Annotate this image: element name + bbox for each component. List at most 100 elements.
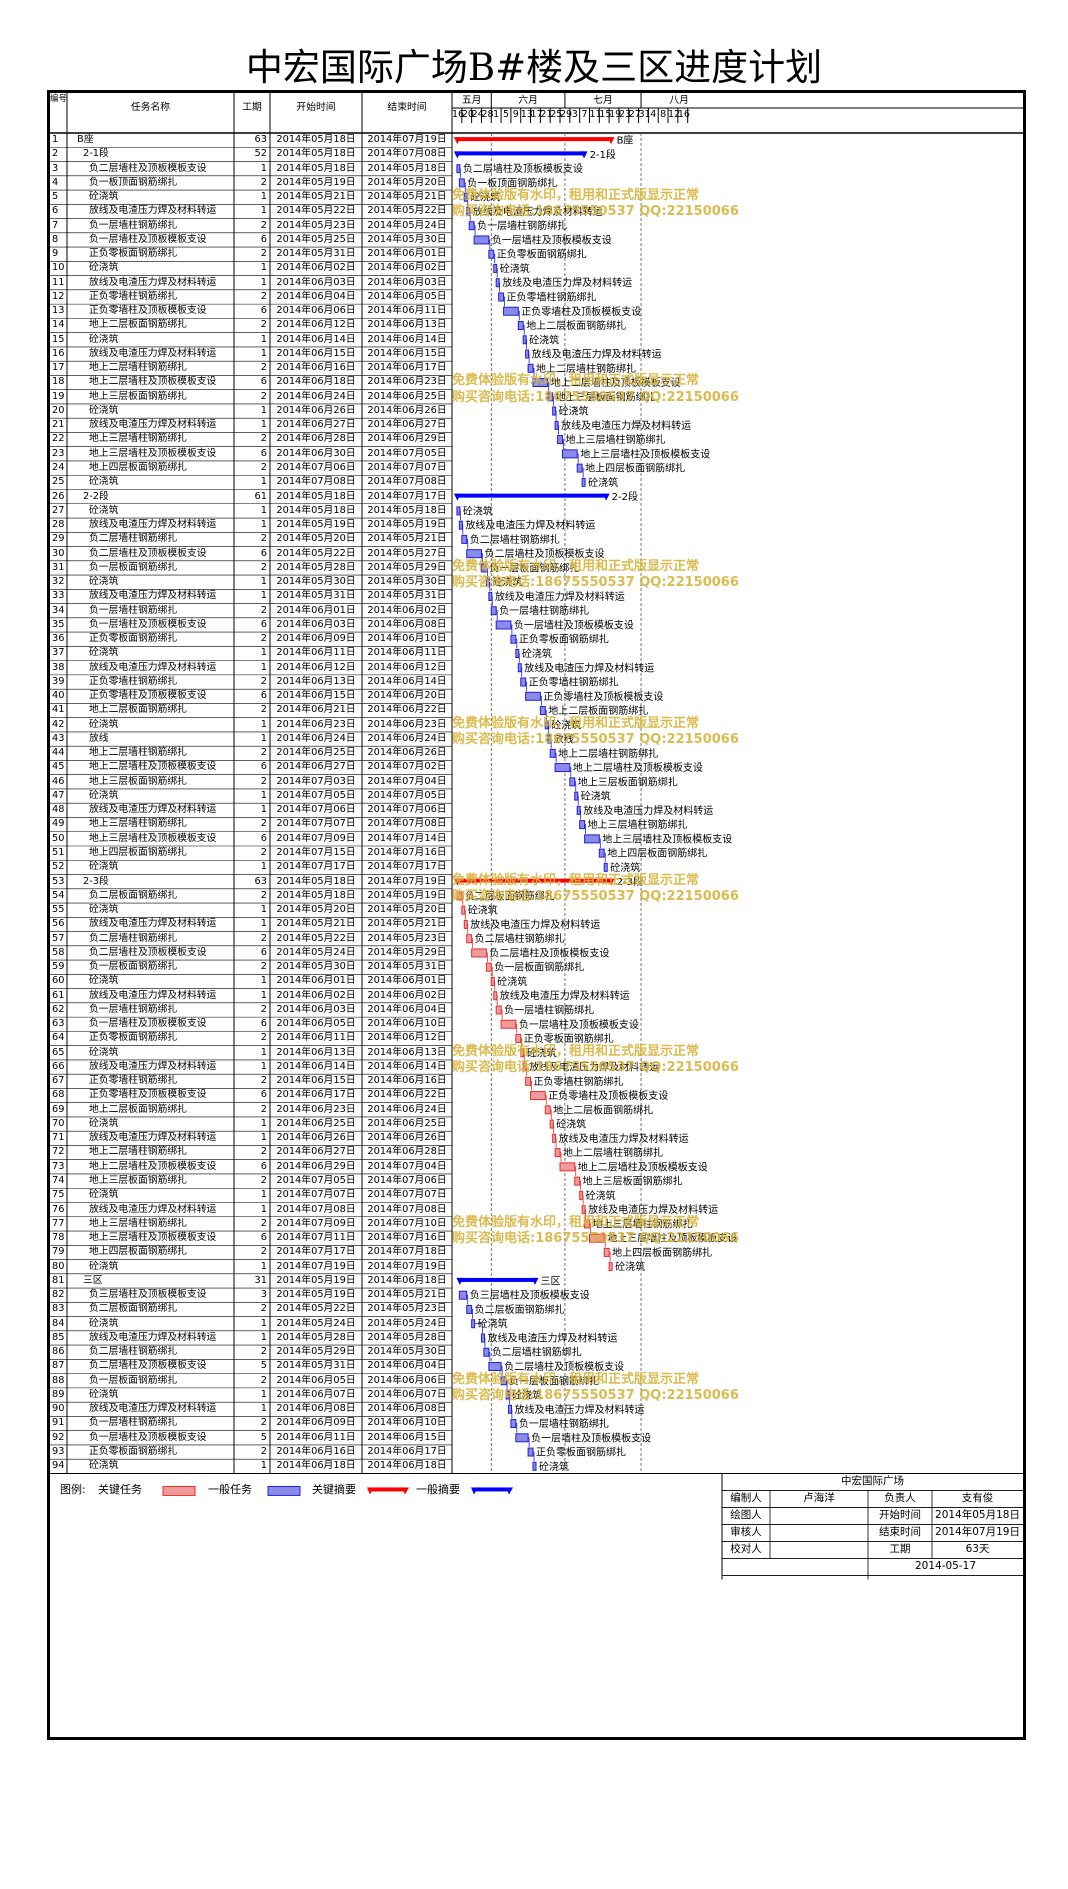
task-start: 2014年05月18日 bbox=[276, 889, 356, 901]
task-name: 地上二层板面钢筋绑扎 bbox=[89, 704, 187, 716]
task-start: 2014年05月22日 bbox=[276, 205, 356, 217]
task-start: 2014年05月24日 bbox=[276, 1317, 356, 1329]
legend-critical-summary-swatch bbox=[402, 1487, 409, 1495]
summary-start-marker bbox=[453, 151, 461, 159]
bar-label: 负一层板面钢筋绑扎 bbox=[494, 961, 584, 974]
task-start: 2014年05月18日 bbox=[276, 162, 356, 174]
task-start: 2014年05月21日 bbox=[276, 191, 356, 203]
task-end: 2014年06月12日 bbox=[367, 1032, 447, 1044]
task-duration: 2 bbox=[260, 1303, 267, 1315]
link-line bbox=[493, 253, 496, 264]
day-label: 19 bbox=[609, 109, 622, 120]
task-name: 负二层墙柱及顶板模板支设 bbox=[89, 547, 207, 559]
task-start: 2014年06月14日 bbox=[276, 333, 356, 345]
task-bar bbox=[527, 1447, 534, 1457]
task-start: 2014年06月21日 bbox=[276, 704, 356, 716]
task-name: 负一层板面钢筋绑扎 bbox=[89, 961, 178, 973]
bar-label: 砼浇筑 bbox=[468, 904, 498, 917]
task-name: 负一层墙柱及顶板模板支设 bbox=[89, 1018, 207, 1030]
task-end: 2014年07月19日 bbox=[367, 875, 447, 887]
watermark-line: 购买咨询电话:18675550537 QQ:22150066 bbox=[452, 575, 739, 591]
task-id: 91 bbox=[52, 1417, 65, 1429]
task-end: 2014年06月02日 bbox=[367, 989, 447, 1001]
task-bar bbox=[458, 178, 465, 188]
task-duration: 1 bbox=[260, 1117, 267, 1129]
task-end: 2014年06月10日 bbox=[367, 1417, 447, 1429]
task-duration: 1 bbox=[260, 205, 267, 217]
task-duration: 2 bbox=[260, 561, 267, 573]
bar-label: 地上三层墙柱及顶板模板支设 bbox=[607, 1232, 737, 1245]
task-name: 负三层墙柱及顶板模板支设 bbox=[89, 1289, 207, 1301]
task-start: 2014年05月19日 bbox=[276, 176, 356, 188]
task-id: 35 bbox=[52, 618, 65, 630]
task-bar bbox=[493, 991, 498, 1001]
task-end: 2014年06月22日 bbox=[367, 704, 447, 716]
task-start: 2014年06月25日 bbox=[276, 1117, 356, 1129]
task-end: 2014年06月08日 bbox=[367, 618, 447, 630]
task-name: 负二层墙柱钢筋绑扎 bbox=[89, 1346, 178, 1358]
task-start: 2014年06月14日 bbox=[276, 1060, 356, 1072]
task-end: 2014年05月24日 bbox=[367, 1317, 447, 1329]
task-bar bbox=[576, 805, 581, 815]
day-label: 4 bbox=[650, 109, 657, 120]
task-duration: 31 bbox=[254, 1274, 267, 1286]
task-end: 2014年06月06日 bbox=[367, 1374, 447, 1386]
task-name: 2-3段 bbox=[83, 875, 109, 887]
task-id: 61 bbox=[52, 989, 65, 1001]
task-end: 2014年05月24日 bbox=[367, 219, 447, 231]
legend-normal-summary-swatch bbox=[471, 1487, 478, 1495]
task-end: 2014年05月30日 bbox=[367, 233, 447, 245]
task-duration: 2 bbox=[260, 1075, 267, 1087]
task-end: 2014年05月21日 bbox=[367, 918, 447, 930]
bar-label: 砼浇筑 bbox=[539, 1460, 569, 1473]
task-bar bbox=[493, 263, 498, 273]
bar-label: 负二层墙柱及顶板模板支设 bbox=[484, 547, 604, 560]
bar-label: 正负零墙柱及顶板模板支设 bbox=[548, 1089, 668, 1102]
task-bar bbox=[557, 435, 563, 445]
task-duration: 1 bbox=[260, 1260, 267, 1272]
summary-start-marker bbox=[453, 878, 461, 886]
task-name: 地上三层墙柱及顶板模板支设 bbox=[89, 1232, 217, 1244]
watermark-line: 购买咨询电话:18675550537 QQ:22150066 bbox=[452, 1059, 739, 1075]
day-label: 20 bbox=[461, 109, 474, 120]
watermark-line: 免费体验版有水印，租用和正式版显示正常 bbox=[452, 1371, 700, 1387]
bar-label: 负二层墙柱及顶板模板支设 bbox=[504, 1360, 624, 1373]
task-start: 2014年06月26日 bbox=[276, 1132, 356, 1144]
task-end: 2014年05月29日 bbox=[367, 946, 447, 958]
task-end: 2014年06月27日 bbox=[367, 419, 447, 431]
task-end: 2014年07月19日 bbox=[367, 1260, 447, 1272]
link-line bbox=[518, 310, 520, 321]
link-line bbox=[515, 638, 518, 649]
task-id: 78 bbox=[52, 1232, 65, 1244]
task-start: 2014年06月29日 bbox=[276, 1160, 356, 1172]
task-id: 50 bbox=[52, 832, 65, 844]
task-id: 92 bbox=[52, 1431, 65, 1443]
task-start: 2014年06月27日 bbox=[276, 761, 356, 773]
task-id: 62 bbox=[52, 1003, 65, 1015]
task-name: 砼浇筑 bbox=[89, 904, 119, 916]
bar-label: 负一层墙柱及顶板模板支设 bbox=[531, 1431, 651, 1444]
link-line bbox=[525, 681, 528, 692]
bar-label: 正负零墙柱钢筋绑扎 bbox=[507, 290, 597, 303]
legend-normal-task: 一般任务 bbox=[208, 1483, 252, 1497]
task-end: 2014年05月21日 bbox=[367, 1289, 447, 1301]
task-bar bbox=[466, 549, 482, 559]
task-name: 地上三层墙柱及顶板模板支设 bbox=[89, 832, 217, 844]
task-name: 放线及电渣压力焊及材料转运 bbox=[89, 276, 217, 288]
bar-label: 砼浇筑 bbox=[610, 861, 640, 874]
task-id: 54 bbox=[52, 889, 65, 901]
task-start: 2014年05月19日 bbox=[276, 1289, 356, 1301]
task-name: 放线及电渣压力焊及材料转运 bbox=[89, 590, 217, 602]
task-name: 砼浇筑 bbox=[89, 504, 119, 516]
task-id: 17 bbox=[52, 362, 65, 374]
bar-label: 负一层板面钢筋绑扎 bbox=[489, 561, 579, 574]
task-start: 2014年06月17日 bbox=[276, 1089, 356, 1101]
task-name: 砼浇筑 bbox=[89, 718, 119, 730]
task-duration: 2 bbox=[260, 362, 267, 374]
task-id: 87 bbox=[52, 1360, 65, 1372]
bar-label: 砼浇筑 bbox=[470, 191, 500, 204]
task-duration: 1 bbox=[260, 789, 267, 801]
task-name: 地上三层板面钢筋绑扎 bbox=[89, 1174, 187, 1186]
task-start: 2014年06月01日 bbox=[276, 604, 356, 616]
task-start: 2014年06月08日 bbox=[276, 1403, 356, 1415]
